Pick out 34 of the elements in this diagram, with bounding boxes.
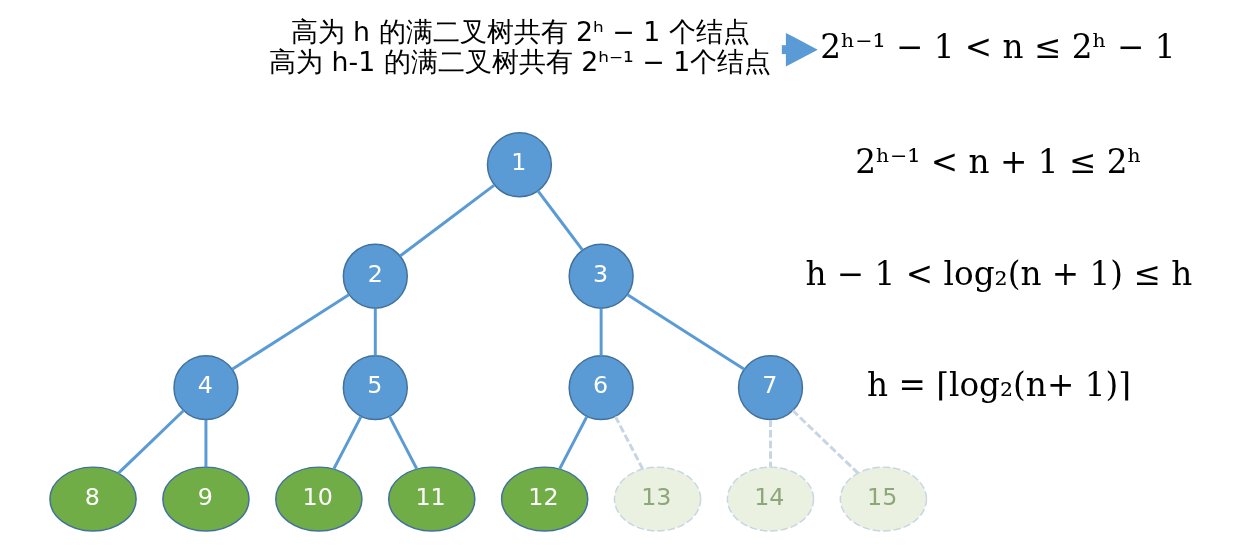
node-text: 高为 h 的满二叉树共有 2ʰ − 1 个结点 高为 h-1 的满二叉树共有 2ʰ⁻¹ − 1个结点 <box>268 16 771 78</box>
node-circle: 4 <box>172 354 239 421</box>
node-text: 2ʰ⁻¹ − 1 < n ≤ 2ʰ − 1 <box>819 27 1176 66</box>
node-circle: 2 <box>342 243 408 309</box>
node-ellipse: 11 <box>387 466 476 532</box>
connector <box>791 409 859 475</box>
node-circle: 1 <box>486 132 552 198</box>
connector <box>557 415 588 470</box>
connector <box>387 415 418 470</box>
node-ellipse: 13 <box>613 466 701 532</box>
connector <box>116 409 185 475</box>
connector <box>230 293 350 371</box>
connector <box>536 190 584 251</box>
label: 2ʰ⁻¹ < n + 1 ≤ 2ʰ <box>854 143 1142 182</box>
node-ellipse: 9 <box>161 466 250 532</box>
node-ellipse: 14 <box>726 466 814 532</box>
connector <box>768 419 772 468</box>
node-circle: 3 <box>567 243 634 309</box>
connector <box>203 419 207 468</box>
node-ellipse: 12 <box>500 466 588 532</box>
label: h = ⌈log₂(n+ 1)⌉ <box>866 365 1131 404</box>
connector <box>599 308 603 356</box>
connector <box>373 308 377 356</box>
node-ellipse: 8 <box>48 466 137 532</box>
connector <box>332 415 362 470</box>
node-ellipse: 15 <box>839 466 927 532</box>
node-circle: 5 <box>342 354 408 421</box>
node-ellipse: 10 <box>274 466 363 532</box>
connector <box>613 415 644 470</box>
connector <box>626 293 745 371</box>
node-circle: 6 <box>567 354 634 421</box>
label: h − 1 < log₂(n + 1) ≤ h <box>804 254 1192 293</box>
connector <box>398 184 495 258</box>
node-circle: 7 <box>737 354 803 421</box>
